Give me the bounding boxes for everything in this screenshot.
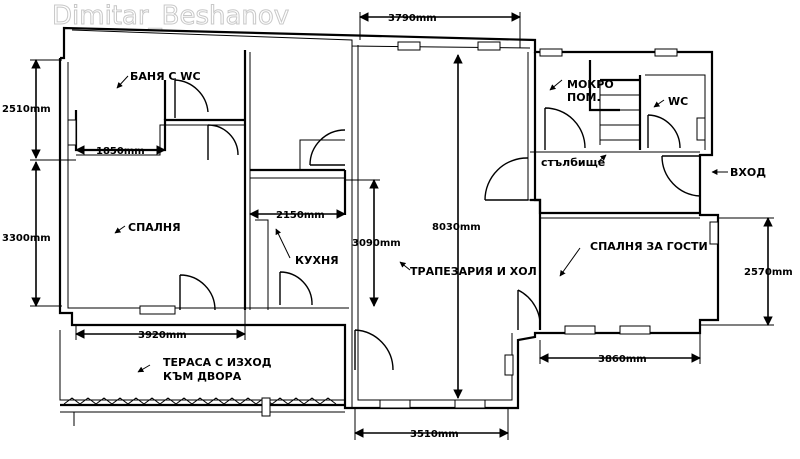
dim-label-top-hall: 3790mm [388,13,437,24]
dim-label-bedroom-height: 3300mm [2,233,51,244]
dim-label-hall-length: 8030mm [432,222,481,233]
room-label-dining-hall: ТРАПЕЗАРИЯ И ХОЛ [410,265,537,278]
room-label-entrance: ВХОД [730,166,766,179]
room-label-terrace-2: КЪМ ДВОРА [163,370,242,383]
windows [67,41,719,409]
room-label-wet-room: МОКРО [567,78,614,91]
room-label-bath: БАНЯ С WC [130,70,201,83]
dimension-labels: 3790mm 2510mm 1850mm 3300mm 2150mm 3090m… [2,13,793,440]
room-labels: БАНЯ С WC МОКРО ПОМ. WC стълбище ВХОД СП… [128,70,766,383]
room-label-bedroom: СПАЛНЯ [128,221,181,234]
room-label-wc: WC [668,95,688,108]
room-label-terrace: ТЕРАСА С ИЗХОД [163,356,272,369]
dim-label-bedroom-width: 3920mm [138,330,187,341]
dim-label-bottom-hall: 3510mm [410,429,459,440]
dim-label-kitchen-width: 2150mm [276,210,325,221]
watermark-text: Dimitar_Beshanov [52,1,289,31]
room-label-wet-room-2: ПОМ. [567,91,601,104]
doors [174,79,701,371]
terrace-railing [59,330,345,426]
room-label-kitchen: КУХНЯ [295,254,339,267]
room-label-guest-bedroom: СПАЛНЯ ЗА ГОСТИ [590,240,708,253]
dim-label-guest-height: 2570mm [744,267,793,278]
dim-label-bath-width: 1850mm [96,146,145,157]
dim-label-kitchen-height: 3090mm [352,238,401,249]
dim-label-guest-width: 3860mm [598,354,647,365]
label-pointers [114,75,728,373]
outer-walls [58,26,720,410]
room-label-stairs: стълбище [541,156,605,169]
interior-walls [74,50,706,330]
dimension-lines [30,12,774,440]
dim-label-bath-height: 2510mm [2,104,51,115]
